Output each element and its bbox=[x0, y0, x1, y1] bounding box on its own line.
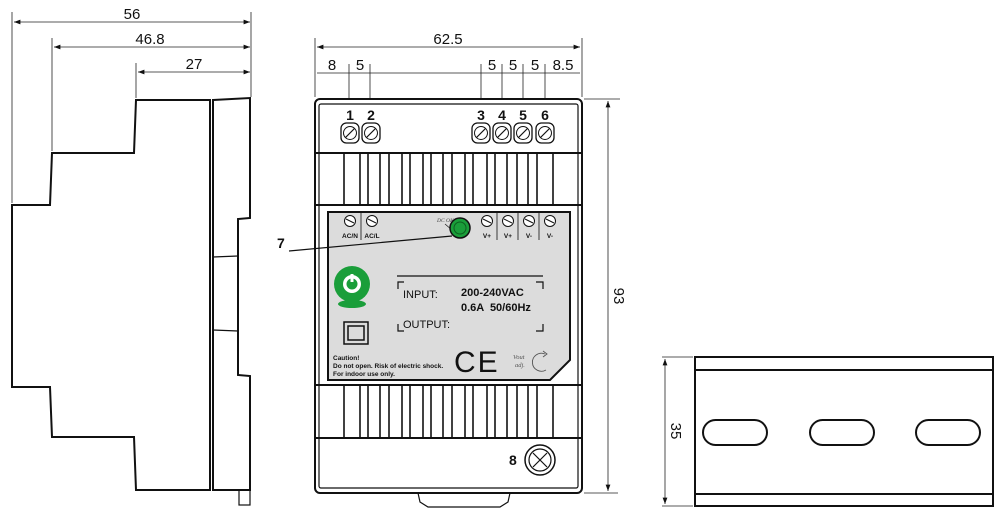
dim-width: 62.5 bbox=[433, 31, 462, 48]
dim-pitch-3-4: 5 bbox=[488, 57, 496, 74]
terminal-label-acn: AC/N bbox=[342, 233, 358, 240]
dim-left-margin: 8 bbox=[328, 57, 336, 74]
dim-height: 93 bbox=[610, 288, 627, 305]
side-view: 56 46.8 27 bbox=[11, 6, 252, 506]
output-label: OUTPUT: bbox=[403, 319, 450, 331]
callout-led: 7 bbox=[277, 235, 285, 251]
terminal-screw-4-icon[interactable] bbox=[492, 122, 512, 144]
terminal-label-acl: AC/L bbox=[364, 233, 379, 240]
terminal-number-1: 1 bbox=[346, 107, 354, 123]
double-insulation-icon bbox=[343, 321, 369, 345]
input-label: INPUT: bbox=[403, 289, 438, 301]
dim-front-depth: 27 bbox=[186, 56, 203, 73]
label-panel: AC/N AC/L V+ V+ V- V- DC OK Caution! Do bbox=[327, 211, 571, 381]
dim-pitch-1-2: 5 bbox=[356, 57, 364, 74]
callout-screw: 8 bbox=[509, 452, 517, 468]
terminal-label-vminus-2: V- bbox=[547, 233, 553, 240]
dim-pitch-5-6: 5 bbox=[531, 57, 539, 74]
vent-bottom bbox=[343, 385, 554, 438]
led-label: DC OK bbox=[436, 218, 454, 224]
dim-mid-depth: 46.8 bbox=[135, 31, 164, 48]
terminal-label-vplus-1: V+ bbox=[483, 233, 491, 240]
vent-top bbox=[343, 153, 554, 205]
din-clip bbox=[417, 492, 511, 508]
caution-title: Caution! bbox=[333, 355, 359, 362]
terminal-screw-6-icon[interactable] bbox=[535, 122, 555, 144]
adj-label: adj. bbox=[515, 362, 525, 369]
dim-pitch-4-5: 5 bbox=[509, 57, 517, 74]
caution-line-2: For indoor use only. bbox=[333, 371, 395, 378]
dim-total-depth: 56 bbox=[124, 6, 141, 23]
ce-mark: CE bbox=[454, 346, 500, 379]
terminal-number-5: 5 bbox=[519, 107, 527, 123]
terminal-number-4: 4 bbox=[498, 107, 506, 123]
terminal-number-3: 3 bbox=[477, 107, 485, 123]
vout-label: Vout bbox=[513, 354, 525, 361]
din-rail: 35 bbox=[662, 356, 994, 507]
terminal-number-6: 6 bbox=[541, 107, 549, 123]
terminal-screw-2-icon[interactable] bbox=[361, 122, 381, 144]
power-logo-icon bbox=[334, 266, 370, 308]
dim-right-margin: 8.5 bbox=[553, 57, 574, 74]
adjust-screw-icon[interactable] bbox=[524, 444, 556, 476]
terminal-label-vminus-1: V- bbox=[526, 233, 532, 240]
terminal-screw-3-icon[interactable] bbox=[471, 122, 491, 144]
input-voltage: 200-240VAC bbox=[461, 287, 524, 299]
terminal-screw-1-icon[interactable] bbox=[340, 122, 360, 144]
caution-line-1: Do not open. Risk of electric shock. bbox=[333, 363, 443, 370]
terminal-label-vplus-2: V+ bbox=[504, 233, 512, 240]
vout-adjust-icon[interactable] bbox=[531, 352, 547, 372]
terminal-number-2: 2 bbox=[367, 107, 375, 123]
dim-rail-height: 35 bbox=[667, 423, 684, 440]
dc-ok-led-icon bbox=[449, 217, 471, 239]
input-current: 0.6A 50/60Hz bbox=[461, 302, 531, 314]
front-view: 1 2 3 4 5 6 62.5 8 5 5 5 5 8.5 93 AC/N A bbox=[277, 31, 627, 508]
terminal-screw-5-icon[interactable] bbox=[513, 122, 533, 144]
